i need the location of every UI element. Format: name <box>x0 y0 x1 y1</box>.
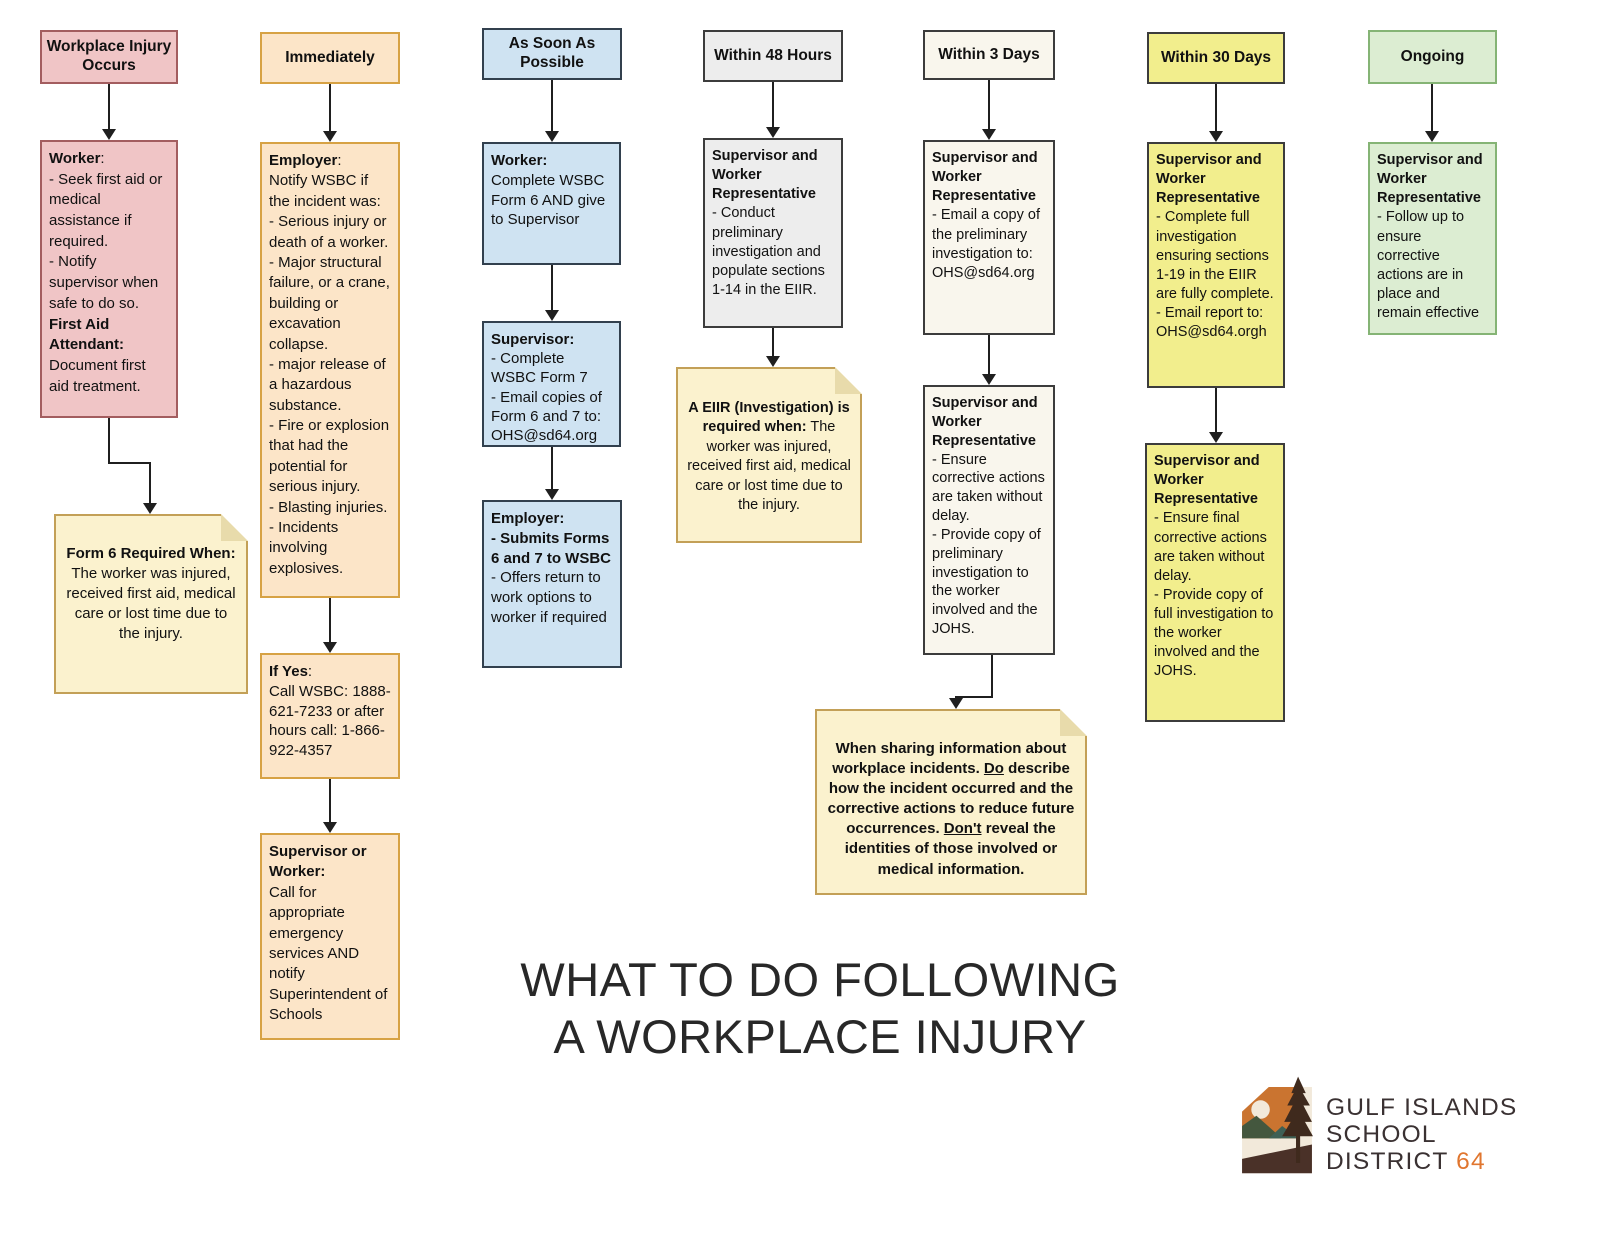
logo-line2: SCHOOL <box>1326 1121 1437 1148</box>
note-fold-corner <box>1060 709 1087 736</box>
arrow-c2-header-to-box1 <box>329 84 331 131</box>
box-worker-complete-form6: Worker: Complete WSBC Form 6 AND give to… <box>482 142 621 265</box>
arrowhead <box>1425 131 1439 142</box>
arrow-elbow-c5-h <box>955 696 993 698</box>
header-immediately: Immediately <box>260 32 400 84</box>
box-supervisor-or-worker-call-emergency: Supervisor or Worker: Call for appropria… <box>260 833 400 1040</box>
header-within-48-hours: Within 48 Hours <box>703 30 843 82</box>
arrowhead <box>545 310 559 321</box>
box-corrective-actions-preliminary: Supervisor and Worker Representative - E… <box>923 385 1055 655</box>
arrowhead <box>766 127 780 138</box>
arrow-c5-header-to-box1 <box>988 80 990 129</box>
arrow-c6-box1-to-box2 <box>1215 388 1217 432</box>
district-number: 64 <box>1456 1148 1486 1175</box>
page-title-line2: A WORKPLACE INJURY <box>553 1009 1087 1063</box>
arrowhead <box>982 374 996 385</box>
arrow-elbow-c5-v1 <box>991 655 993 698</box>
note-fold-corner <box>221 514 248 541</box>
box-employer-notify-wsbc: Employer: Notify WSBC if the incident wa… <box>260 142 400 598</box>
box-supervisor-complete-form7: Supervisor: - Complete WSBC Form 7 - Ema… <box>482 321 621 447</box>
logo-line1: GULF ISLANDS <box>1326 1094 1518 1121</box>
arrowhead <box>143 503 157 514</box>
arrow-c7-header-to-box1 <box>1431 84 1433 131</box>
district-logo-text: GULF ISLANDS SCHOOL DISTRICT 64 <box>1326 1094 1517 1175</box>
header-ongoing: Ongoing <box>1368 30 1497 84</box>
page-title-line1: WHAT TO DO FOLLOWING <box>520 953 1120 1006</box>
arrowhead <box>102 129 116 140</box>
arrow-c6-header-to-box1 <box>1215 84 1217 131</box>
logo-line3: DISTRICT 64 <box>1326 1148 1486 1175</box>
arrowhead <box>545 131 559 142</box>
box-worker-first-aid: Worker: - Seek first aid or medical assi… <box>40 140 178 418</box>
page-title: WHAT TO DO FOLLOWING A WORKPLACE INJURY <box>470 952 1170 1066</box>
box-full-investigation: Supervisor and Worker Representative - C… <box>1147 142 1285 388</box>
arrow-c5-box1-to-box2 <box>988 335 990 374</box>
box-email-preliminary-investigation: Supervisor and Worker Representative - E… <box>923 140 1055 335</box>
arrowhead <box>545 489 559 500</box>
header-within-30-days: Within 30 Days <box>1147 32 1285 84</box>
box-employer-submits-forms: Employer: - Submits Forms 6 and 7 to WSB… <box>482 500 622 668</box>
box-follow-up: Supervisor and Worker Representative - F… <box>1368 142 1497 335</box>
arrowhead <box>1209 131 1223 142</box>
note-sharing-information: When sharing information about workplace… <box>815 709 1087 895</box>
arrow-c3-header-to-box1 <box>551 80 553 131</box>
header-within-3-days: Within 3 Days <box>923 30 1055 80</box>
arrowhead <box>323 822 337 833</box>
arrow-c1-header-to-box <box>108 84 110 129</box>
note-form6-required: Form 6 Required When: The worker was inj… <box>54 514 248 694</box>
arrowhead <box>949 698 963 709</box>
header-workplace-injury-occurs: Workplace Injury Occurs <box>40 30 178 84</box>
arrow-c3-box2-to-box3 <box>551 447 553 489</box>
box-if-yes-call-wsbc: If Yes: Call WSBC: 1888-621-7233 or afte… <box>260 653 400 779</box>
landscape-tree-icon <box>1242 1076 1313 1174</box>
note-fold-corner <box>835 367 862 394</box>
arrowhead <box>323 131 337 142</box>
arrow-c3-box1-to-box2 <box>551 265 553 310</box>
note-eiir-required: A EIIR (Investigation) is required when:… <box>676 367 862 543</box>
arrowhead <box>766 356 780 367</box>
district-logo-icon <box>1240 1074 1314 1183</box>
box-preliminary-investigation: Supervisor and Worker Representative - C… <box>703 138 843 328</box>
arrow-elbow-c1-v1 <box>108 418 110 464</box>
header-as-soon-as-possible: As Soon As Possible <box>482 28 622 80</box>
arrow-elbow-c1-v2 <box>149 462 151 503</box>
arrow-c2-box1-to-box2 <box>329 598 331 642</box>
arrow-c4-box1-to-note <box>772 328 774 356</box>
arrowhead <box>982 129 996 140</box>
arrowhead <box>1209 432 1223 443</box>
arrow-c4-header-to-box1 <box>772 82 774 127</box>
arrow-c2-box2-to-box3 <box>329 779 331 822</box>
arrow-elbow-c1-h <box>108 462 151 464</box>
arrowhead <box>323 642 337 653</box>
box-final-corrective-actions: Supervisor and Worker Representative - E… <box>1145 443 1285 722</box>
